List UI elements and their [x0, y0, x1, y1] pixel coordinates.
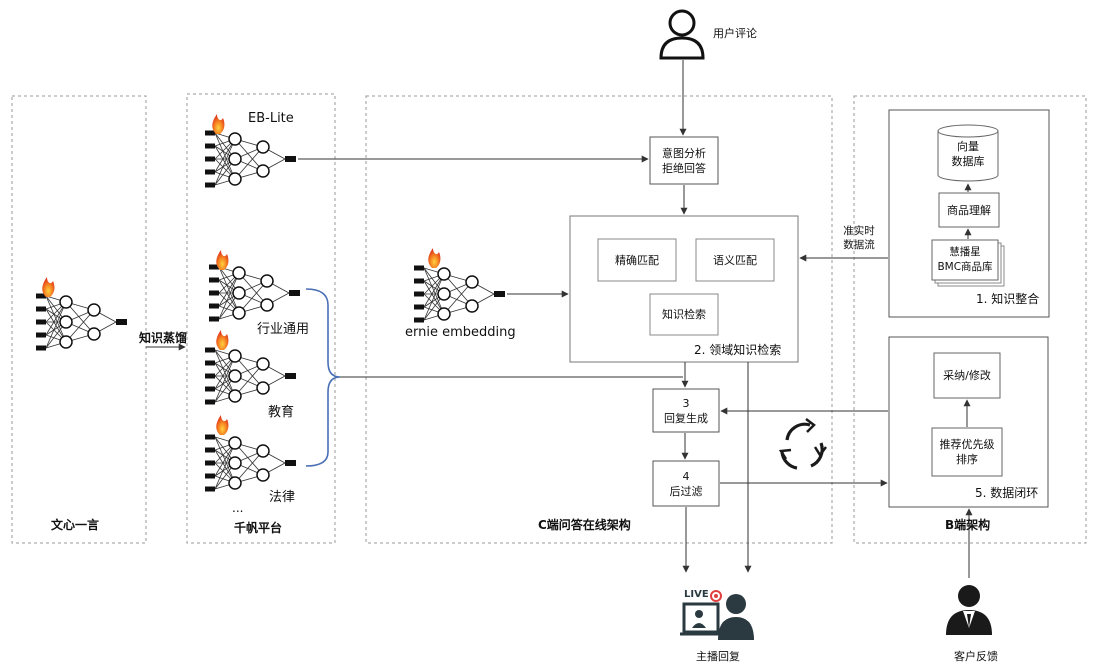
- intent-line1: 意图分析: [662, 146, 706, 160]
- filter-text: 后过滤: [669, 484, 703, 498]
- vector-db-cylinder: [937, 124, 999, 182]
- domain-search-label: 2. 领域知识检索: [694, 343, 782, 357]
- live-badge: LIVE: [684, 589, 709, 600]
- law-network-icon: [205, 434, 296, 492]
- flame-icon: [216, 415, 229, 435]
- rank-line2: 排序: [956, 453, 978, 466]
- exact-match-text: 精确匹配: [615, 253, 659, 267]
- model-group-brace: [305, 288, 341, 467]
- product-understanding-text: 商品理解: [947, 203, 991, 217]
- reply-box: [652, 388, 720, 433]
- ernie-network-icon: [414, 265, 505, 323]
- knowledge-search-label: 知识检索: [650, 294, 718, 335]
- user-comment-label: 用户评论: [713, 27, 757, 40]
- live-host-icon: [680, 590, 754, 640]
- adopt-modify-text: 采纳/修改: [943, 369, 991, 382]
- host-reply-label: 主播回复: [696, 650, 740, 663]
- education-label: 教育: [268, 405, 295, 420]
- reply-num: 3: [682, 396, 690, 410]
- bmc-label: 慧播星 BMC商品库: [932, 240, 998, 280]
- semantic-match-text: 语义匹配: [713, 253, 757, 267]
- eb-lite-network-icon: [205, 130, 296, 188]
- flame-icon: [212, 114, 225, 134]
- filter-box: [652, 460, 720, 507]
- rank-box: [931, 427, 1003, 477]
- knowledge-integration-label: 1. 知识整合: [976, 292, 1040, 306]
- eb-lite-label: EB-Lite: [248, 111, 294, 126]
- reply-box-label: 3 回复生成: [653, 389, 719, 432]
- customer-feedback-label: 客户反馈: [954, 650, 998, 663]
- adopt-modify-label: 采纳/修改: [934, 353, 1000, 398]
- section-c-arch-title: C端问答在线架构: [538, 518, 631, 532]
- customer-icon: [946, 585, 992, 635]
- ernie-embedding-label: ernie embedding: [405, 325, 516, 340]
- section-b-arch: [853, 95, 1087, 544]
- section-wenxin-title: 文心一言: [51, 518, 100, 532]
- section-wenxin: [11, 95, 147, 544]
- wenxin-network-icon: [36, 293, 127, 351]
- industry-network-icon: [209, 264, 300, 322]
- rank-line1: 推荐优先级: [939, 438, 995, 451]
- exact-match-box: [597, 238, 677, 282]
- knowledge-search-text: 知识检索: [662, 308, 706, 321]
- section-qianfan-title: 千帆平台: [234, 521, 283, 535]
- distill-label: 知识蒸馏: [139, 331, 188, 345]
- filter-num: 4: [682, 469, 690, 483]
- recycle-icon: [778, 418, 827, 470]
- semantic-match-box: [695, 238, 775, 282]
- section-c-arch: [365, 95, 833, 544]
- reply-text: 回复生成: [664, 411, 708, 425]
- realtime-label: 准实时 数据流: [836, 222, 882, 254]
- product-understanding-box: [938, 192, 1000, 228]
- knowledge-search-box: [649, 293, 719, 336]
- flame-icon: [42, 277, 55, 297]
- user-icon: [659, 9, 705, 60]
- realtime-line1: 准实时: [843, 225, 875, 237]
- data-loop-label: 5. 数据闭环: [975, 486, 1039, 500]
- flame-icon: [428, 248, 441, 268]
- vector-line2: 数据库: [951, 155, 985, 168]
- intent-box-label: 意图分析 拒绝回答: [650, 137, 718, 184]
- vector-db-label: 向量 数据库: [938, 134, 998, 174]
- section-qianfan: [186, 93, 336, 544]
- bmc-box: [931, 239, 999, 281]
- bmc-line1: 慧播星: [949, 246, 981, 258]
- filter-box-label: 4 后过滤: [653, 461, 719, 506]
- education-network-icon: [205, 347, 296, 405]
- intent-line2: 拒绝回答: [662, 161, 706, 175]
- product-understanding-label: 商品理解: [939, 193, 999, 227]
- realtime-line2: 数据流: [843, 239, 875, 251]
- adopt-modify-box: [933, 352, 1001, 399]
- section-b-arch-title: B端架构: [945, 518, 991, 532]
- bmc-line2: BMC商品库: [937, 261, 993, 273]
- semantic-match-label: 语义匹配: [696, 239, 774, 281]
- ellipsis-label: ...: [232, 501, 244, 515]
- flame-icon: [216, 250, 229, 270]
- data-loop-box: [888, 336, 1049, 508]
- intent-box: [649, 136, 719, 185]
- industry-label: 行业通用: [257, 322, 310, 337]
- domain-search-box: [569, 215, 799, 363]
- exact-match-label: 精确匹配: [598, 239, 676, 281]
- law-label: 法律: [269, 490, 296, 505]
- rank-label: 推荐优先级 排序: [932, 428, 1002, 476]
- flame-icon: [216, 330, 229, 350]
- vector-line1: 向量: [957, 140, 979, 153]
